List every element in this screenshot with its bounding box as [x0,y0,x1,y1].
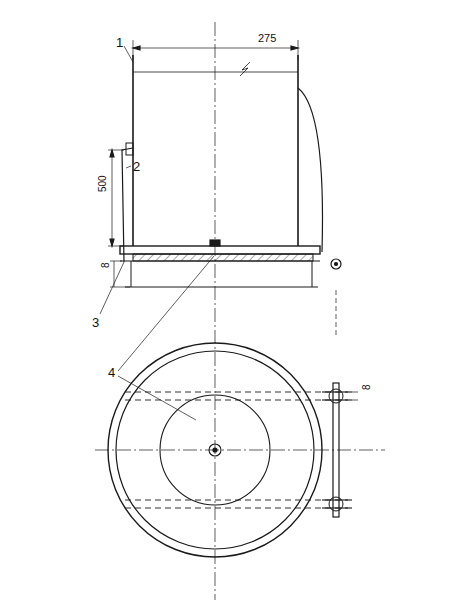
leader-line [124,46,133,62]
dimension-line [112,150,113,246]
dimension-value: 8 [101,262,111,268]
cylinder-wall [297,55,299,246]
filter-layer [133,254,313,261]
outer-rim [108,343,322,557]
centerline [215,22,216,600]
bracket [122,148,133,262]
callout-number: 2 [133,160,140,173]
callout-number: 1 [116,36,123,49]
filter-disc [160,395,270,505]
callout-number: 3 [92,316,99,329]
dimension-line [133,48,298,49]
cylinder-rim [116,351,314,549]
leader-line [118,256,214,371]
callout-number: 4 [108,366,115,379]
handle [298,88,323,252]
dimension-value: 500 [98,175,108,192]
bottom-plate [120,246,320,254]
dimension-value: 275 [258,33,276,44]
centerline [95,450,385,451]
leader-line [100,262,124,314]
dimension-value: 8 [362,384,372,390]
leader-line [118,376,196,420]
leader-line [126,166,131,168]
